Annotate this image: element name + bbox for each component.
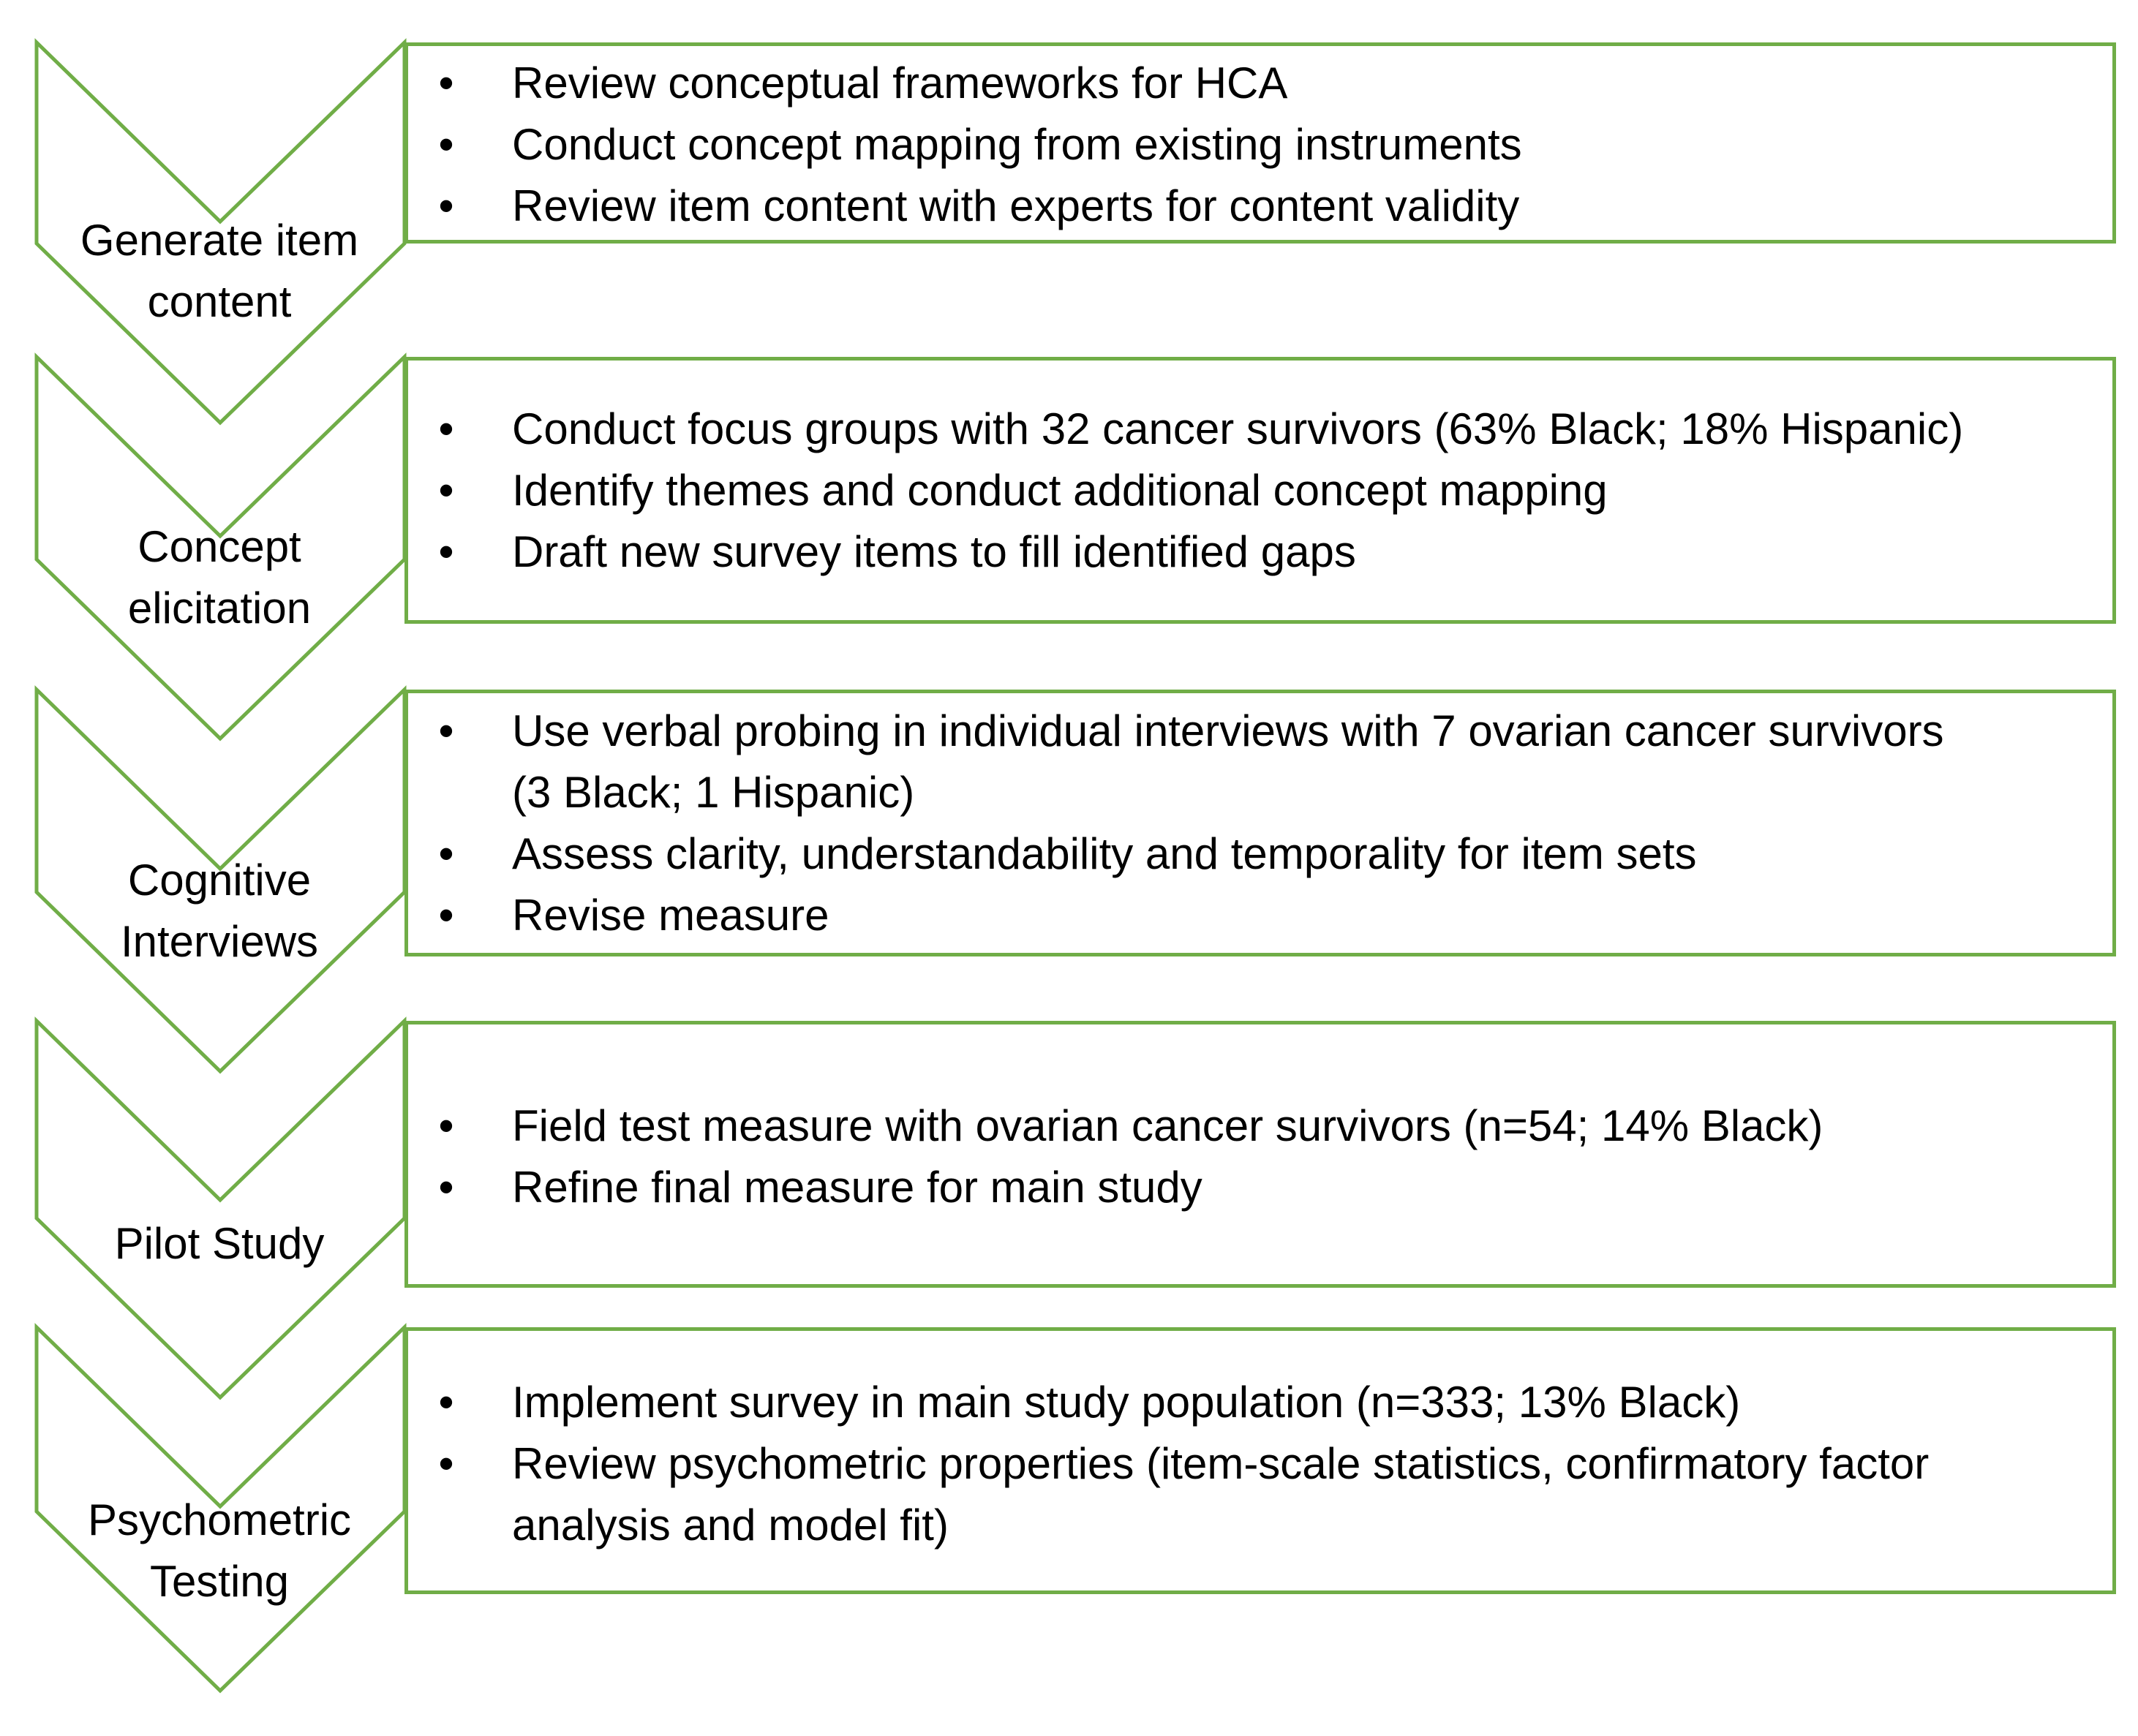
step-label: Pilot Study <box>37 1213 402 1275</box>
bullet-icon: • <box>438 706 454 755</box>
step-label-line: Cognitive <box>127 856 312 905</box>
bullet-icon: • <box>438 404 454 453</box>
bullet-item: •Conduct focus groups with 32 cancer sur… <box>438 399 2099 460</box>
step-label-line: Testing <box>149 1557 290 1606</box>
bullet-icon: • <box>438 120 454 169</box>
step-bullet-list: •Field test measure with ovarian cancer … <box>438 1095 2099 1218</box>
bullet-item: •Review psychometric properties (item-sc… <box>438 1433 2099 1556</box>
step-chevron <box>34 1016 407 1400</box>
step-label: Generate item content <box>37 210 402 333</box>
bullet-icon: • <box>438 1439 454 1488</box>
bullet-item: •Field test measure with ovarian cancer … <box>438 1095 2099 1157</box>
bullet-item: •Use verbal probing in individual interv… <box>438 701 2099 823</box>
step-label-line: Concept <box>138 522 301 571</box>
step-label-line: Interviews <box>120 917 319 966</box>
bullet-item: •Refine final measure for main study <box>438 1157 2099 1218</box>
step-bullet-list: •Conduct focus groups with 32 cancer sur… <box>438 399 2099 583</box>
step-label-line: Generate item <box>80 216 359 265</box>
step-label-line: Psychometric <box>87 1495 352 1544</box>
bullet-icon: • <box>438 1378 454 1427</box>
step-bullet-list: •Review conceptual frameworks for HCA •C… <box>438 53 2099 237</box>
bullet-icon: • <box>438 59 454 107</box>
bullet-item: •Revise measure <box>438 885 2099 946</box>
bullet-item: •Assess clarity, understandability and t… <box>438 823 2099 885</box>
step-description-box <box>404 357 2116 624</box>
step-bullet-list: •Implement survey in main study populati… <box>438 1372 2099 1556</box>
step-label-line: elicitation <box>127 584 312 633</box>
bullet-icon: • <box>438 1101 454 1150</box>
step-label-line: content <box>147 277 292 326</box>
bullet-icon: • <box>438 1163 454 1212</box>
step-label: Cognitive Interviews <box>37 850 402 973</box>
bullet-item: •Conduct concept mapping from existing i… <box>438 114 2099 176</box>
step-label: Concept elicitation <box>37 516 402 639</box>
bullet-icon: • <box>438 527 454 576</box>
step-label-line: Pilot Study <box>114 1219 325 1268</box>
step-chevron <box>34 38 407 426</box>
bullet-item: •Identify themes and conduct additional … <box>438 460 2099 521</box>
bullet-icon: • <box>438 829 454 878</box>
step-description-box <box>404 690 2116 956</box>
step-description-box <box>404 1327 2116 1594</box>
step-description-box <box>404 42 2116 244</box>
step-description-box <box>404 1021 2116 1288</box>
bullet-icon: • <box>438 891 454 940</box>
bullet-icon: • <box>438 181 454 230</box>
bullet-item: •Review conceptual frameworks for HCA <box>438 53 2099 114</box>
step-bullet-list: •Use verbal probing in individual interv… <box>438 701 2099 946</box>
bullet-item: •Review item content with experts for co… <box>438 176 2099 237</box>
bullet-item: •Draft new survey items to fill identifi… <box>438 521 2099 583</box>
step-label: Psychometric Testing <box>37 1490 402 1612</box>
bullet-item: •Implement survey in main study populati… <box>438 1372 2099 1433</box>
bullet-icon: • <box>438 466 454 515</box>
